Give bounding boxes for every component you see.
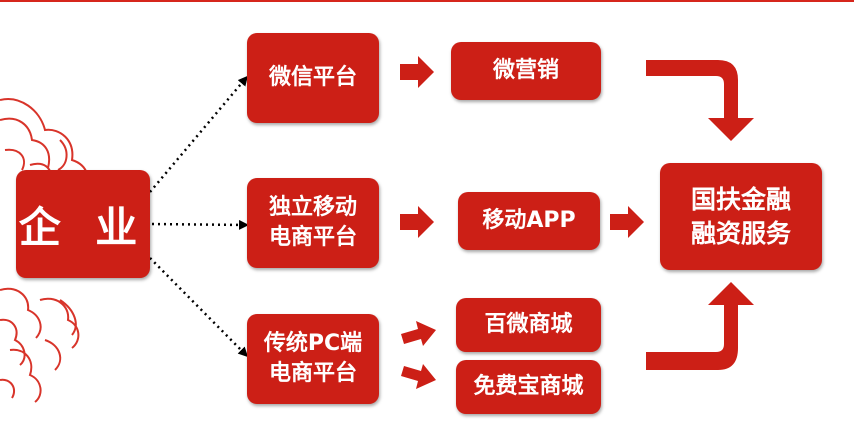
mianfeibao-mall-box: 免费宝商城	[456, 360, 601, 414]
baiwei-mall-box: 百微商城	[456, 298, 601, 352]
mobile-app-box: 移动APP	[458, 192, 600, 250]
mianfeibao-mall-label: 免费宝商城	[473, 374, 584, 399]
bent-arrow-bottom	[646, 282, 754, 370]
wechat-platform-box: 微信平台	[247, 33, 379, 123]
mobile-platform-label-line2: 电商平台	[268, 225, 357, 250]
arrow-mobile-to-app	[400, 206, 434, 238]
mobile-platform-label-line1: 独立移动	[268, 195, 357, 220]
arrow-app-to-result	[610, 206, 644, 238]
pc-platform-label-line2: 电商平台	[268, 361, 357, 386]
arrow-pc-to-baiwei	[401, 321, 436, 346]
financing-service-line2: 融资服务	[690, 218, 791, 248]
dotted-arrow-to-pc	[149, 257, 249, 358]
pc-platform-box: 传统PC端 电商平台	[247, 314, 379, 404]
dotted-arrow-to-mobile	[151, 219, 249, 230]
bent-arrow-top	[646, 60, 754, 141]
financing-service-box: 国扶金融 融资服务	[660, 163, 822, 270]
pc-platform-label-line1: 传统PC端	[263, 331, 363, 356]
mobile-app-label: 移动APP	[482, 208, 576, 233]
arrow-pc-to-mianfeibao	[401, 364, 436, 389]
top-divider-line	[0, 0, 854, 2]
weiyingxiao-box: 微营销	[451, 42, 601, 100]
baiwei-mall-label: 百微商城	[484, 312, 573, 337]
enterprise-label: 企 业	[18, 202, 148, 252]
dotted-arrow-to-wechat	[149, 75, 248, 193]
financing-service-line1: 国扶金融	[690, 184, 791, 214]
weiyingxiao-label: 微营销	[492, 58, 559, 83]
mobile-platform-box: 独立移动 电商平台	[247, 178, 379, 268]
enterprise-box: 企 业	[16, 170, 150, 278]
wechat-platform-label: 微信平台	[268, 65, 357, 90]
arrow-wechat-to-weiyingxiao	[400, 56, 434, 88]
